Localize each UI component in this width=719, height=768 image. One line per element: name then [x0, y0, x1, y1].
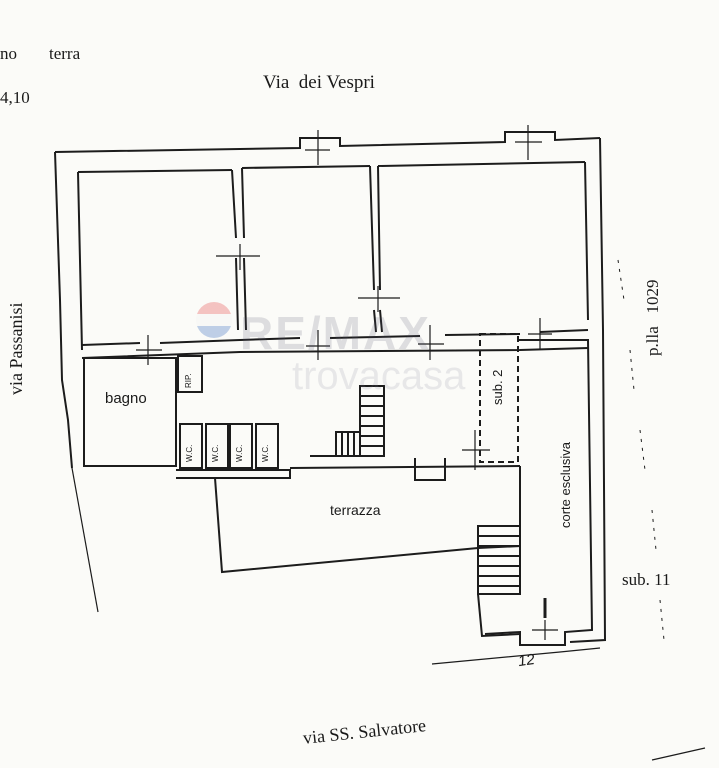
floor-label-fragment: no [0, 44, 17, 63]
outer-wall-north [54, 131, 601, 153]
wc-cubicle-4 [255, 423, 279, 469]
axis-tick-3 [216, 244, 260, 270]
axis-tick-6 [306, 330, 330, 360]
handwritten-number: 12 [516, 650, 536, 671]
stair-lower [477, 525, 521, 595]
wc-cubicle-2 [205, 423, 229, 469]
wall-lower-left [477, 593, 521, 638]
property-line-west [71, 467, 99, 613]
floor-label-word: terra [49, 44, 81, 63]
sub11-label: sub. 11 [622, 570, 671, 589]
room-terrazza-label: terrazza [330, 502, 381, 518]
axis-tick-2 [515, 125, 542, 160]
wc-bottom-wall [176, 469, 291, 479]
axis-tick-10 [532, 620, 558, 640]
corte-esclusiva-label: corte esclusiva [558, 442, 573, 528]
wc-label-4: W.C. [261, 444, 270, 462]
wc-cubicle-1 [179, 423, 203, 469]
street-north-label: Via dei Vespri [263, 72, 375, 93]
property-line-east [617, 259, 665, 641]
wall-mid-line [81, 347, 589, 359]
wall-divider-2 [369, 165, 383, 333]
room-bagno-label: bagno [105, 390, 147, 407]
axis-tick-5 [136, 335, 162, 365]
axis-tick-4 [358, 286, 400, 312]
terrazza-outline [214, 466, 521, 574]
outer-wall-north-inner [77, 161, 586, 173]
closet-rip [177, 355, 203, 393]
wall-upper-rooms-bottom [81, 329, 589, 346]
wc-label-3: W.C. [235, 444, 244, 462]
scale-fragment: 4,10 [0, 88, 30, 107]
zone-sub2-label: sub. 2 [490, 369, 505, 405]
zone-sub2 [479, 333, 519, 463]
wall-lower-mid [289, 455, 521, 469]
wall-lower-right [414, 458, 446, 481]
axis-tick-7 [418, 325, 444, 360]
room-bagno-outline [83, 357, 177, 467]
corte-inner-east [569, 329, 607, 643]
outer-wall-west [54, 151, 83, 469]
street-west-label: via Passanisi [6, 302, 26, 396]
lot-line-south [431, 647, 601, 665]
axis-tick-8 [528, 318, 552, 350]
wc-label-2: W.C. [211, 444, 220, 462]
wc-label-1: W.C. [185, 444, 194, 462]
axis-tick-1 [305, 130, 330, 165]
axis-tick-9 [462, 430, 490, 470]
corner-mark [651, 747, 706, 761]
staircase [335, 385, 385, 457]
wc-cubicle-3 [229, 423, 253, 469]
outer-wall-east [584, 137, 604, 331]
wall-divider-1 [231, 167, 247, 331]
particella-label: p.lla 1029 [643, 279, 662, 357]
closet-rip-label: RIP. [184, 373, 193, 388]
